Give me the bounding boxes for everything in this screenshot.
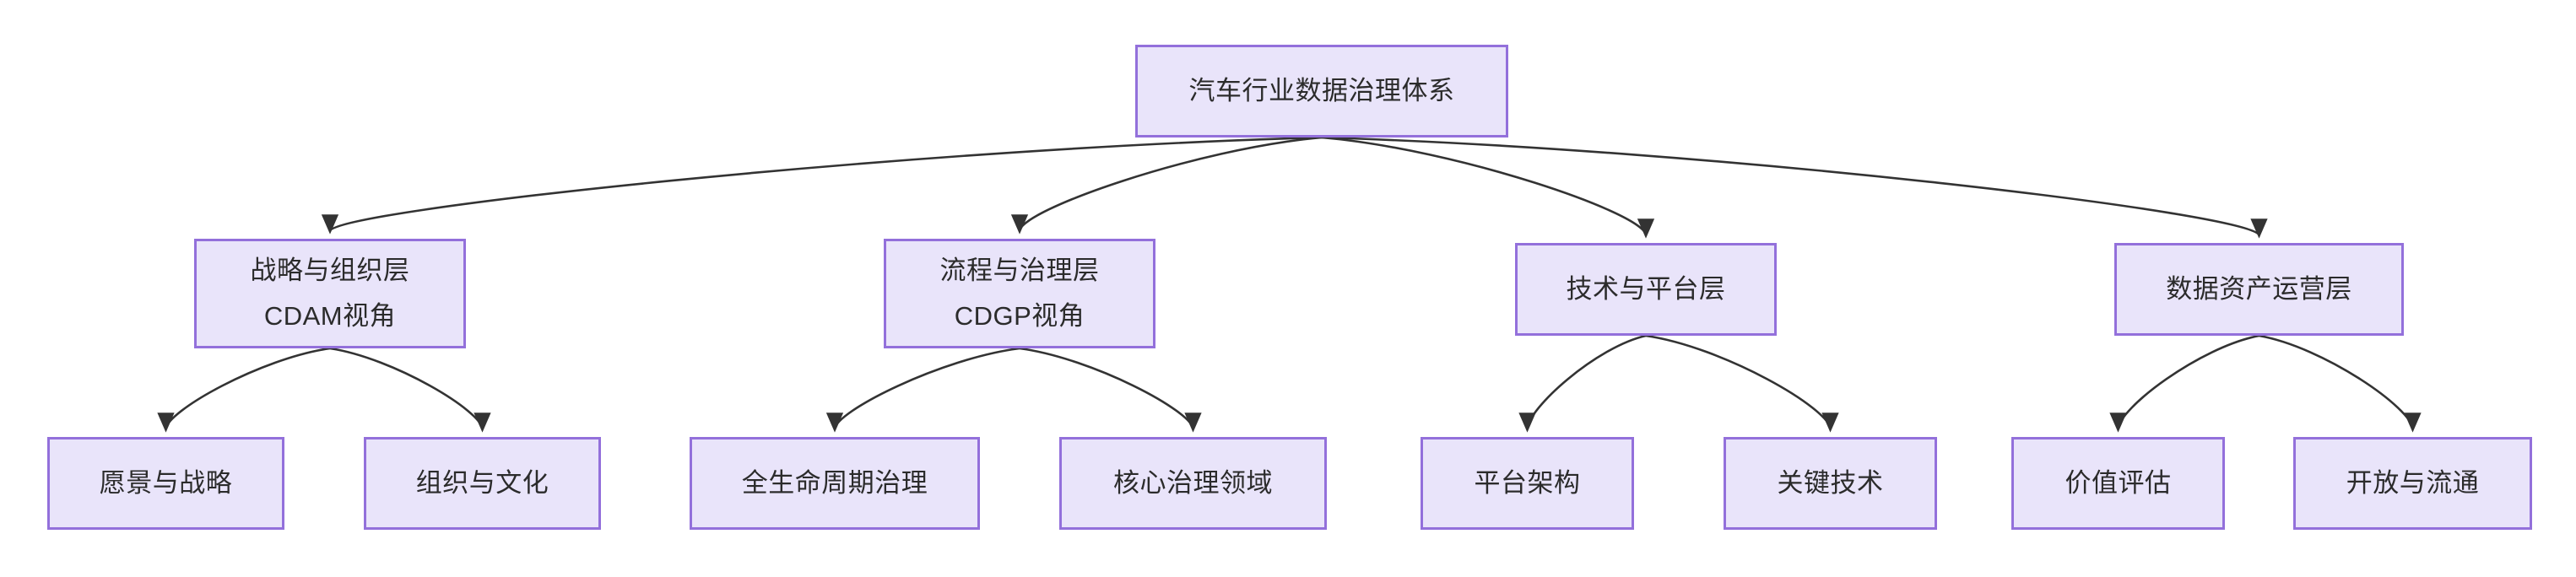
edge-asset-openflow bbox=[2259, 334, 2422, 433]
node-leaf-vision[interactable]: 愿景与战略 bbox=[47, 437, 284, 530]
node-layer-asset[interactable]: 数据资产运营层 bbox=[2114, 243, 2404, 336]
node-layer-technology[interactable]: 技术与平台层 bbox=[1515, 243, 1777, 336]
node-layer-process-label-line-2: CDGP视角 bbox=[954, 300, 1085, 331]
edge-process-coredomain bbox=[1019, 347, 1202, 433]
node-leaf-key-tech-label: 关键技术 bbox=[1777, 467, 1884, 498]
node-leaf-org-culture-label: 组织与文化 bbox=[415, 467, 549, 498]
edge-strategy-org bbox=[329, 347, 491, 433]
node-leaf-org-culture[interactable]: 组织与文化 bbox=[364, 437, 601, 530]
node-leaf-platform-arch-label: 平台架构 bbox=[1474, 467, 1581, 498]
node-leaf-vision-label: 愿景与战略 bbox=[99, 467, 233, 498]
edge-root-asset bbox=[1321, 136, 2268, 239]
edge-process-lifecycle bbox=[825, 347, 1020, 433]
edge-technology-keytech bbox=[1645, 334, 1839, 433]
node-leaf-lifecycle[interactable]: 全生命周期治理 bbox=[690, 437, 980, 530]
node-layer-process[interactable]: 流程与治理层 CDGP视角 bbox=[884, 239, 1155, 348]
node-leaf-open-flow[interactable]: 开放与流通 bbox=[2293, 437, 2532, 530]
node-leaf-open-flow-label: 开放与流通 bbox=[2346, 467, 2480, 498]
node-layer-strategy[interactable]: 战略与组织层 CDAM视角 bbox=[194, 239, 466, 348]
edge-technology-platform bbox=[1518, 334, 1647, 433]
edge-root-strategy bbox=[322, 136, 1323, 235]
edge-strategy-vision bbox=[157, 347, 331, 433]
node-leaf-core-domain-label: 核心治理领域 bbox=[1113, 467, 1273, 498]
edge-root-technology bbox=[1321, 136, 1654, 239]
node-root[interactable]: 汽车行业数据治理体系 bbox=[1135, 45, 1508, 138]
node-root-label: 汽车行业数据治理体系 bbox=[1188, 75, 1455, 105]
node-leaf-platform-arch[interactable]: 平台架构 bbox=[1421, 437, 1634, 530]
node-layer-technology-label: 技术与平台层 bbox=[1566, 273, 1726, 304]
node-layer-asset-label: 数据资产运营层 bbox=[2166, 273, 2352, 304]
node-leaf-lifecycle-label: 全生命周期治理 bbox=[741, 467, 928, 498]
node-layer-strategy-label-line-2: CDAM视角 bbox=[263, 300, 397, 331]
node-leaf-value-eval[interactable]: 价值评估 bbox=[2011, 437, 2225, 530]
node-layer-strategy-label-line-1: 战略与组织层 bbox=[250, 255, 410, 285]
node-leaf-core-domain[interactable]: 核心治理领域 bbox=[1059, 437, 1327, 530]
node-leaf-value-eval-label: 价值评估 bbox=[2065, 467, 2172, 498]
edge-root-process bbox=[1011, 136, 1323, 235]
edge-asset-value bbox=[2109, 334, 2259, 433]
node-layer-process-label-line-1: 流程与治理层 bbox=[939, 255, 1100, 285]
node-leaf-key-tech[interactable]: 关键技术 bbox=[1724, 437, 1937, 530]
